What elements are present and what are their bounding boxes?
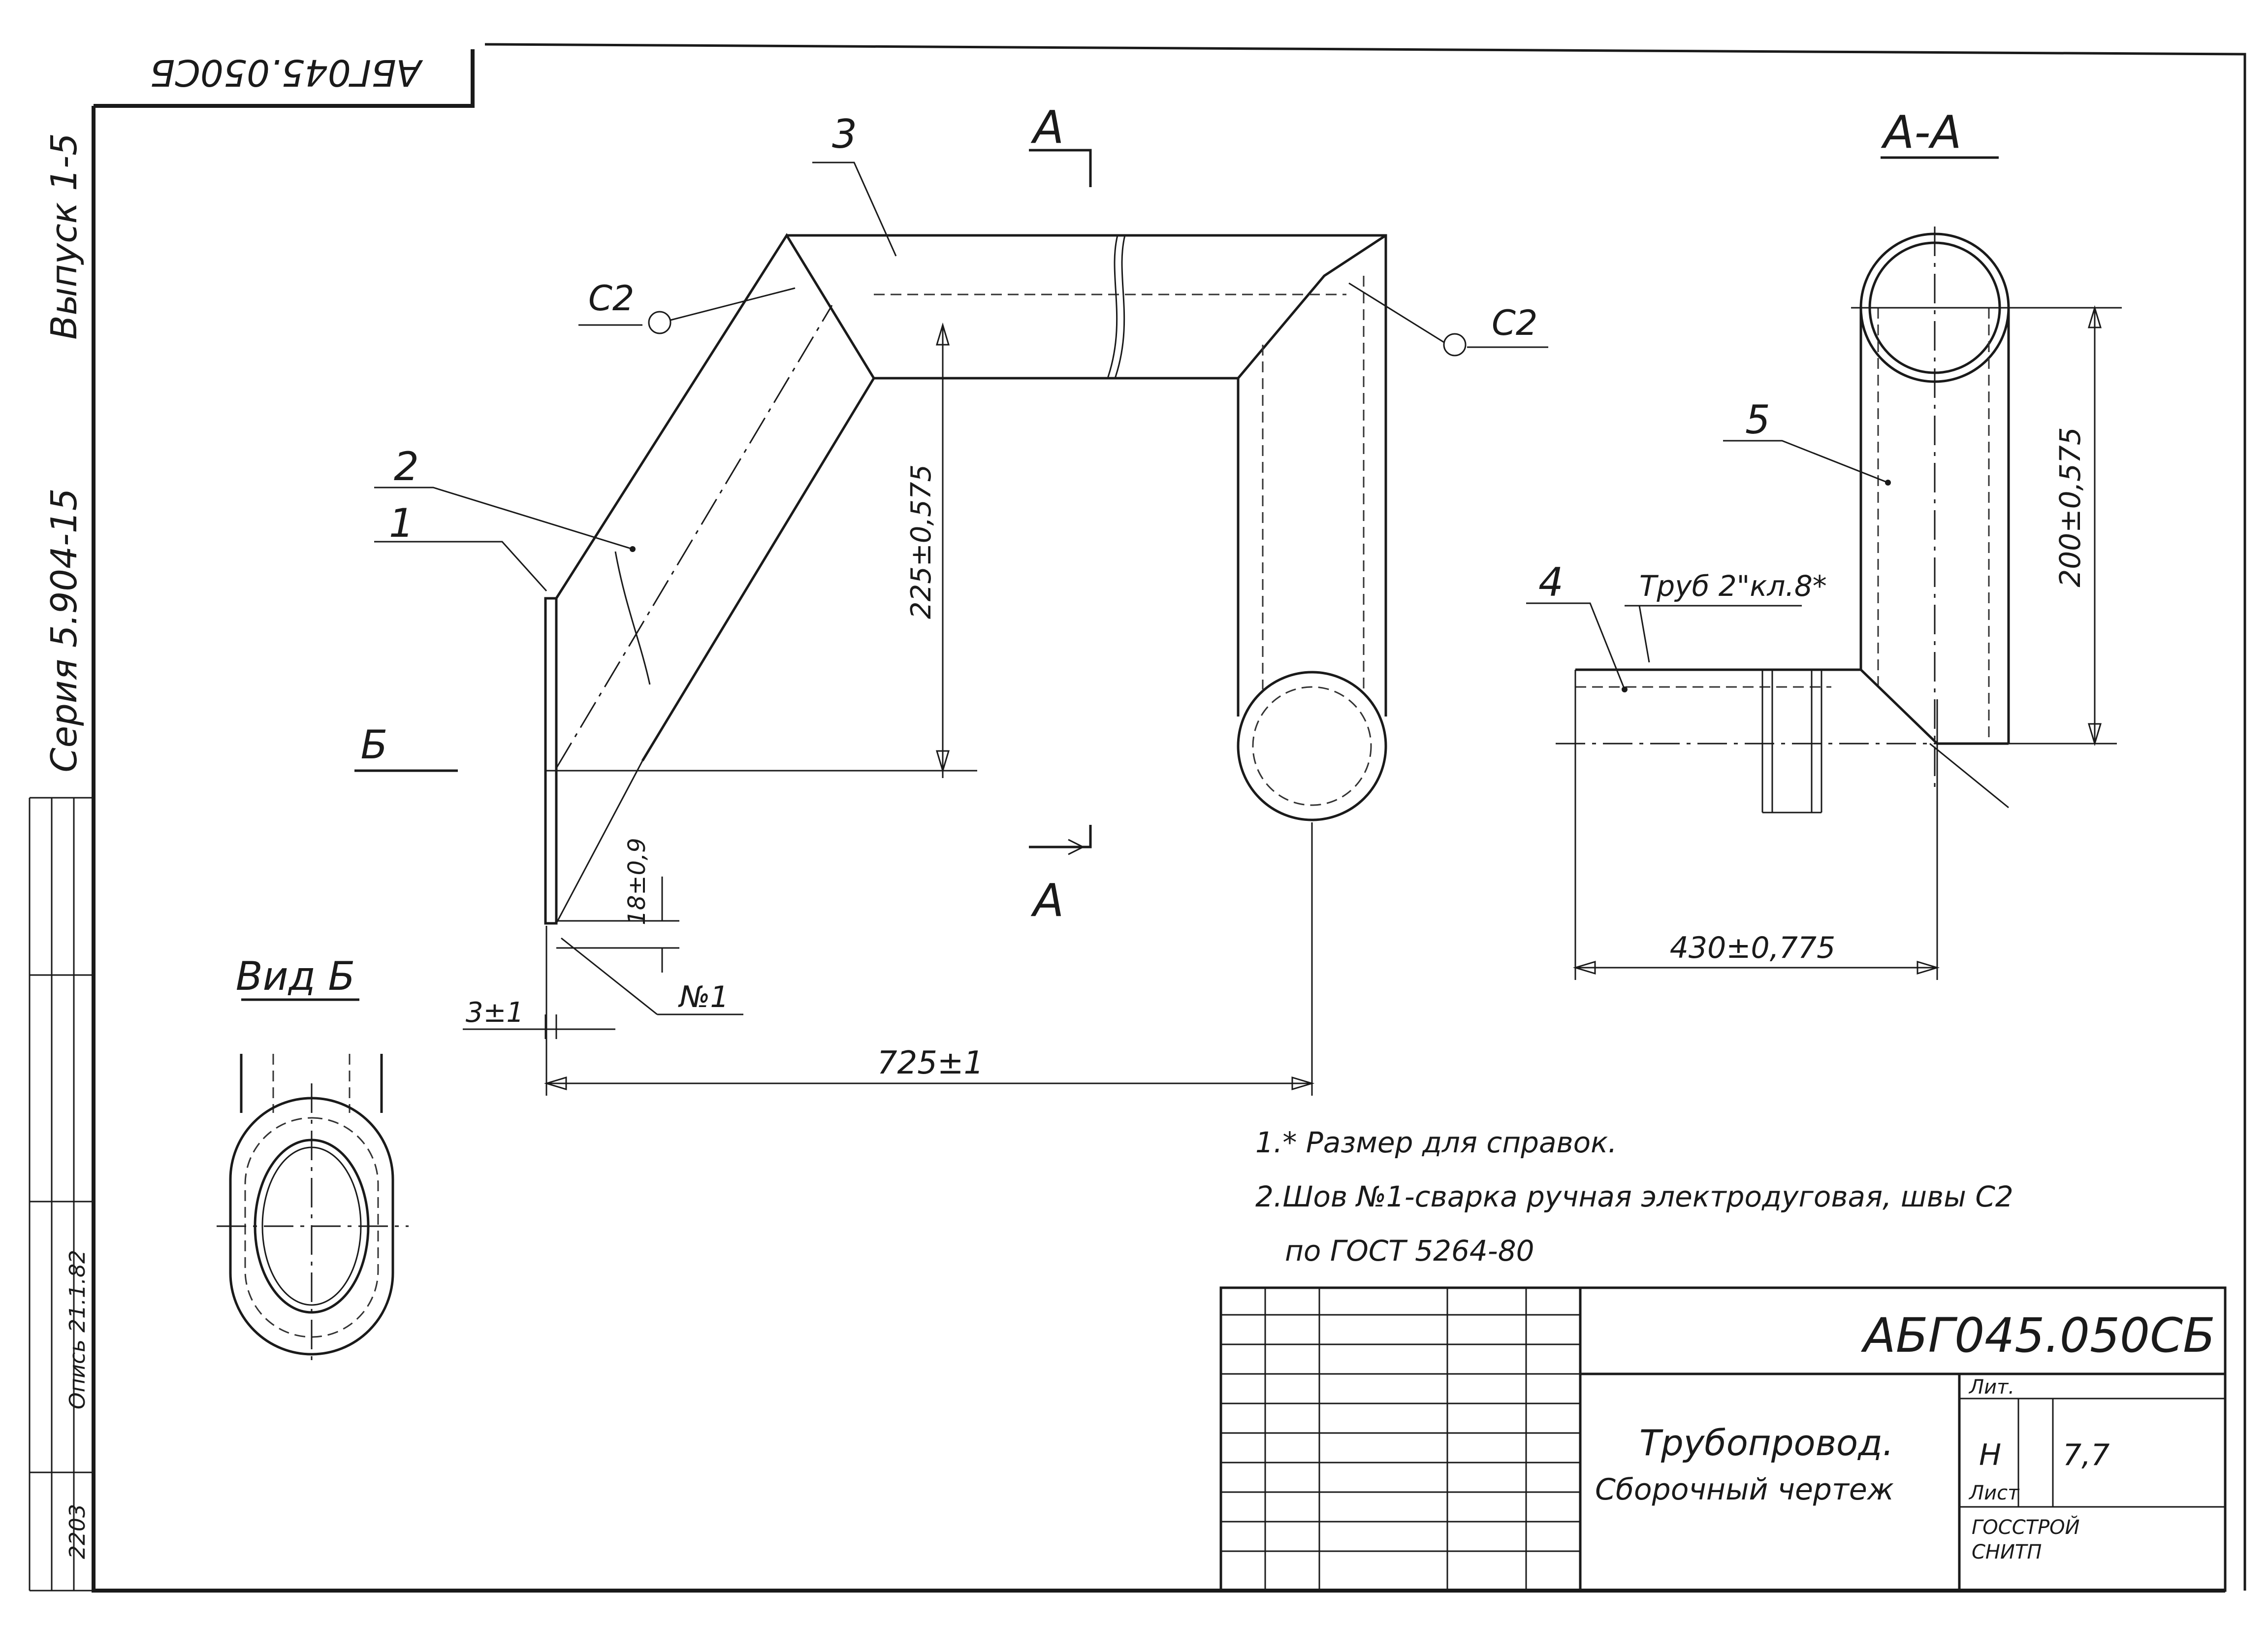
note-1: 1.* Размер для справок. xyxy=(1255,1126,1617,1159)
dim-725: 725±1 xyxy=(877,1045,984,1081)
title-name-1: Трубопровод. xyxy=(1639,1422,1894,1464)
main-dimensions: 725±1 225±0,575 18±0,9 3±1 xyxy=(463,322,1315,1096)
callout-5: 5 xyxy=(1745,397,1770,443)
dim-3: 3±1 xyxy=(466,997,524,1029)
top-stamp-code: АБГ045.050СБ xyxy=(150,51,423,94)
callout-2: 2 xyxy=(394,444,419,489)
lit-label: Лит. xyxy=(1968,1376,2014,1399)
note-3: по ГОСТ 5264-80 xyxy=(1285,1234,1534,1268)
org-line-1: ГОССТРОЙ xyxy=(1972,1515,2080,1539)
section-title: А-А xyxy=(1881,106,1961,159)
notes: 1.* Размер для справок. 2.Шов №1-сварка … xyxy=(1255,1126,2013,1268)
weld-no1: №1 xyxy=(678,980,729,1014)
sheet-label: Лист xyxy=(1968,1482,2020,1504)
weld-c2-left: С2 xyxy=(588,278,634,319)
callouts: 3 2 1 С2 С2 №1 xyxy=(374,111,1548,1015)
section-mark-bottom: А xyxy=(1031,874,1064,927)
dim-225: 225±0,575 xyxy=(905,464,937,619)
lit-value: Н xyxy=(1979,1438,2001,1472)
section-aa: А-А 5 4 Труб 2"кл.8* xyxy=(1526,106,2122,980)
org-line-2: СНИТП xyxy=(1972,1541,2042,1564)
title-code: АБГ045.050СБ xyxy=(1860,1308,2215,1363)
title-block: АБГ045.050СБ Трубопровод. Сборочный черт… xyxy=(1219,1286,2227,1592)
dim-430: 430±0,775 xyxy=(1670,931,1836,965)
section-mark-top: А xyxy=(1031,101,1064,154)
dim-18: 18±0,9 xyxy=(623,838,651,925)
side-date: Опись 21.1.82 xyxy=(65,1250,90,1409)
view-mark: Б xyxy=(361,722,388,768)
dim-200: 200±0,575 xyxy=(2053,427,2087,587)
callout-4: 4 xyxy=(1538,559,1564,605)
mass-value: 7,7 xyxy=(2063,1438,2109,1472)
side-inv: 2203 xyxy=(65,1504,90,1559)
top-stamp: АБГ045.050СБ xyxy=(150,51,423,94)
weld-c2-right: С2 xyxy=(1492,303,1537,343)
section-marks: А А Б xyxy=(354,101,1092,927)
view-title: Вид Б xyxy=(236,953,355,999)
callout-3: 3 xyxy=(832,111,857,157)
view-b: Вид Б xyxy=(217,953,409,1364)
side-series: Серия 5.904-15 xyxy=(43,489,85,773)
note-2: 2.Шов №1-сварка ручная электродуговая, ш… xyxy=(1255,1180,2013,1213)
title-name-2: Сборочный чертеж xyxy=(1595,1472,1894,1507)
main-view xyxy=(544,233,1387,925)
side-issue: Выпуск 1-5 xyxy=(43,133,85,339)
callout-1: 1 xyxy=(389,500,414,546)
pipe-spec: Труб 2"кл.8* xyxy=(1639,569,1827,603)
side-labels: Выпуск 1-5 Серия 5.904-15 Опись 21.1.82 … xyxy=(43,133,90,1559)
